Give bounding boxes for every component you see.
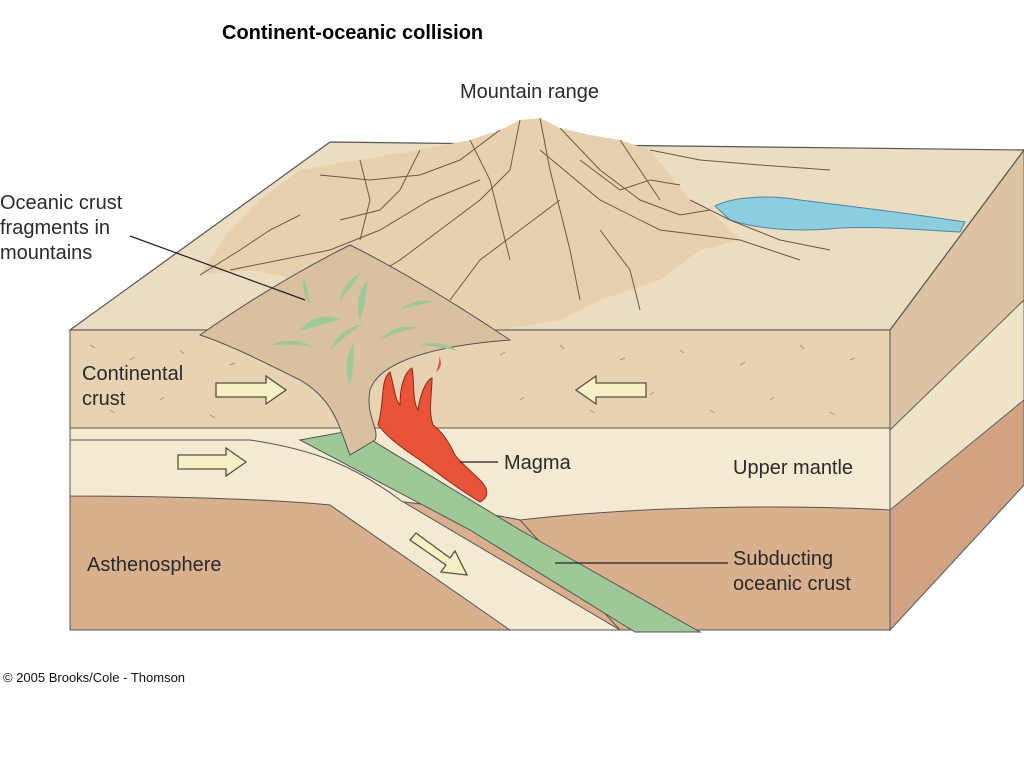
arrow-crust-right (574, 374, 647, 406)
label-upper-mantle: Upper mantle (733, 457, 854, 479)
front-continental-crust (69, 329, 891, 429)
mountain-bulge (198, 244, 512, 456)
lake (714, 196, 966, 233)
label-continental-crust: Continental crust (82, 363, 184, 410)
downgoing-lithosphere (69, 439, 622, 631)
label-oceanic-crust-fragments: Oceanic crust fragments in mountains (0, 192, 123, 264)
label-subducting-oceanic-crust: Subducting oceanic crust (733, 548, 851, 595)
magma-plume (436, 356, 441, 372)
arrow-crust-left (215, 374, 288, 406)
magma (377, 367, 488, 503)
copyright-credit: © 2005 Brooks/Cole - Thomson (3, 670, 186, 685)
arrow-mantle (177, 446, 248, 478)
terrain-lines (199, 117, 831, 311)
arrow-asthenosphere (409, 532, 469, 576)
label-mountain-range: Mountain range (460, 81, 599, 103)
label-asthenosphere: Asthenosphere (87, 554, 222, 576)
leader-lines (129, 235, 728, 564)
label-magma: Magma (504, 452, 571, 474)
oceanic-fragments (270, 272, 458, 385)
diagram-title: Continent-oceanic collision (222, 22, 484, 44)
motion-arrows (177, 374, 647, 576)
